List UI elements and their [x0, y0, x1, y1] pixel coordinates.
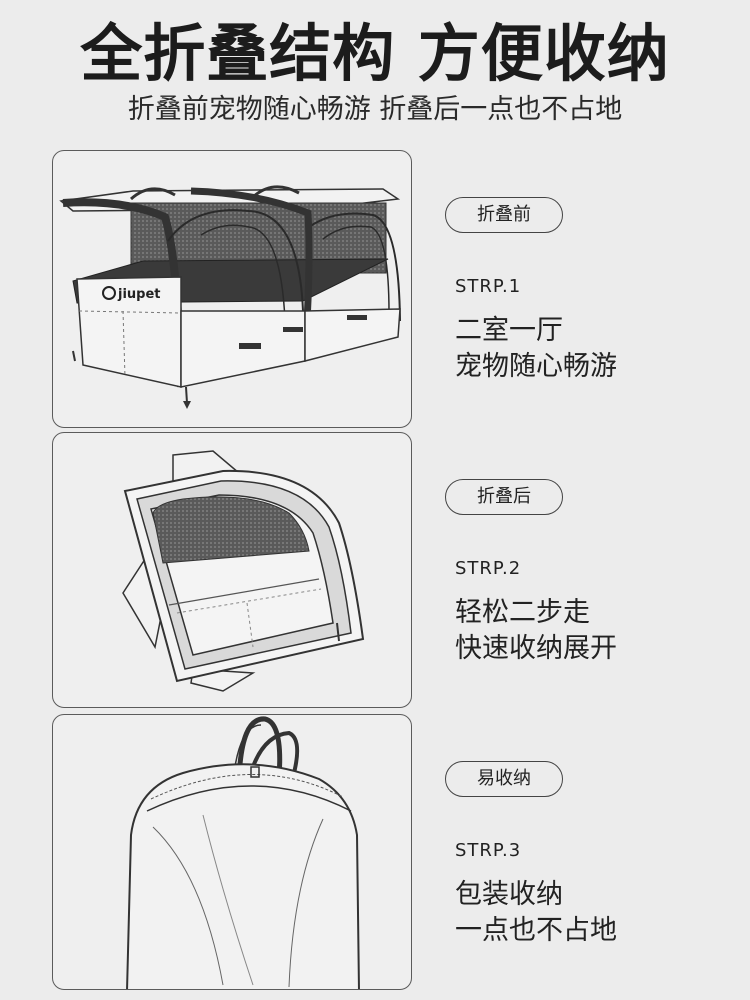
folded-pet-house-illustration [122, 450, 365, 692]
step-1-description-line-1: 二室一厅 [455, 315, 563, 346]
step-2-description-line-2: 快速收纳展开 [455, 633, 617, 664]
step-1-tag: 折叠前 [445, 197, 563, 233]
step-2-illustration-panel [52, 432, 412, 708]
step-2-tag: 折叠后 [445, 479, 563, 515]
step-2-description-line-1: 轻松二步走 [455, 597, 590, 628]
unfolded-pet-house-illustration: jiupet [59, 185, 401, 409]
step-3-tag: 易收纳 [445, 761, 563, 797]
step-1-illustration-panel: jiupet [52, 150, 412, 428]
step-3-illustration-panel [52, 714, 412, 990]
storage-bag-illustration [126, 716, 360, 989]
step-3-description-line-2: 一点也不占地 [455, 915, 617, 946]
step-3-description-line-1: 包装收纳 [455, 879, 563, 910]
page-title: 全折叠结构 方便收纳 [80, 17, 670, 90]
step-3-label: STRP.3 [455, 840, 522, 861]
brand-logo-text: jiupet [117, 287, 161, 302]
step-2-label: STRP.2 [455, 558, 522, 579]
step-1-label: STRP.1 [455, 276, 522, 297]
page-subtitle: 折叠前宠物随心畅游 折叠后一点也不占地 [127, 94, 623, 125]
step-1-description-line-2: 宠物随心畅游 [455, 351, 617, 382]
